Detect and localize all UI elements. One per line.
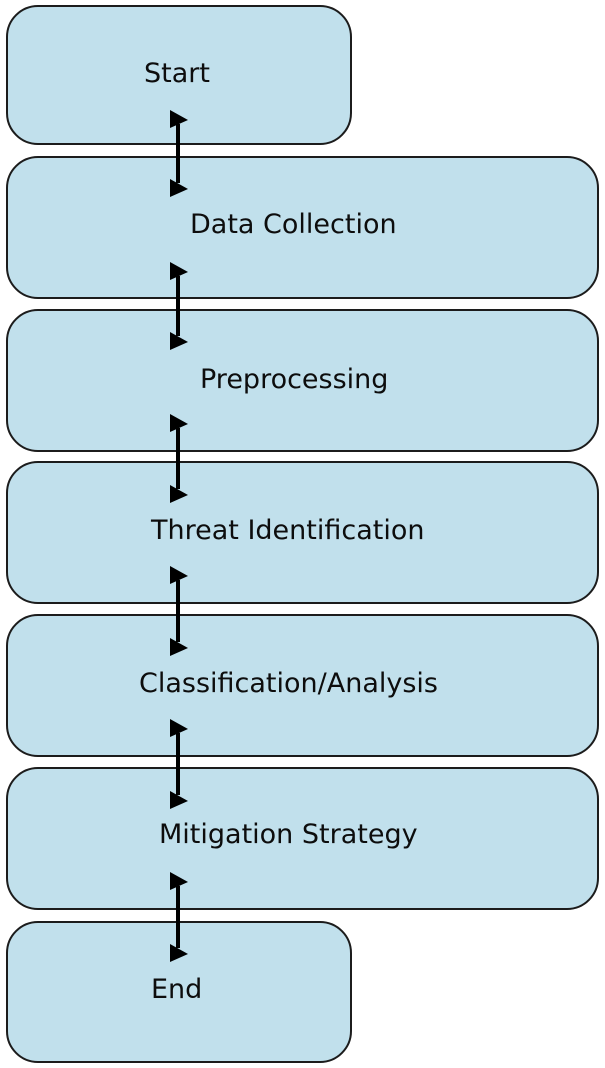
node-label-end: End xyxy=(151,974,203,1005)
node-label-data-collection: Data Collection xyxy=(190,209,397,240)
node-data-collection xyxy=(6,156,599,299)
node-label-threat-identification: Threat Identification xyxy=(151,515,425,546)
node-label-start: Start xyxy=(144,58,210,89)
node-label-classification-analysis: Classification/Analysis xyxy=(139,668,438,699)
node-label-preprocessing: Preprocessing xyxy=(200,364,389,395)
node-label-mitigation-strategy: Mitigation Strategy xyxy=(159,819,418,850)
node-threat-identification xyxy=(6,461,599,604)
node-mitigation-strategy xyxy=(6,767,599,910)
node-classification-analysis xyxy=(6,614,599,757)
node-preprocessing xyxy=(6,309,599,452)
